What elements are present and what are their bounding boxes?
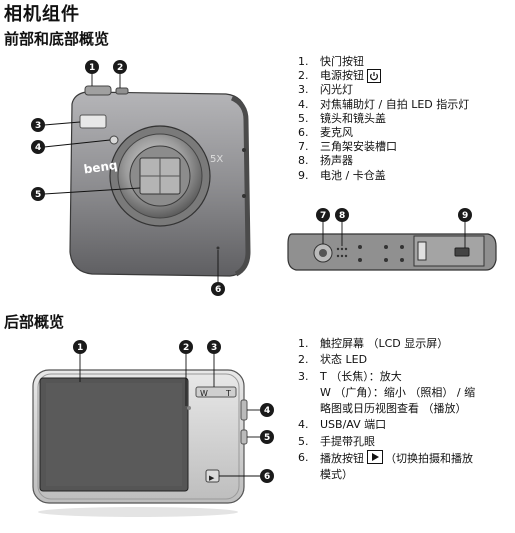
camera-back-body: W T ▶ <box>32 369 248 517</box>
list-item: 4.USB/AV 端口 <box>298 418 387 432</box>
callout-back-4: 4 <box>260 403 274 417</box>
camera-bottom-body <box>287 233 497 271</box>
list-item: 3.闪光灯 <box>298 83 353 97</box>
list-item: 2.状态 LED <box>298 353 368 367</box>
svg-text:5: 5 <box>35 190 41 200</box>
callout-bottom-9: 9 <box>458 208 472 222</box>
callout-front-6: 6 <box>211 282 225 296</box>
list-item: 6.麦克风 <box>298 126 353 140</box>
svg-text:9: 9 <box>462 211 468 221</box>
svg-text:7: 7 <box>320 211 326 221</box>
callout-front-2: 2 <box>113 60 127 74</box>
list-item: 8.扬声器 <box>298 154 353 168</box>
list-item: 模式） <box>320 468 353 482</box>
page-title: 相机组件 <box>4 4 80 25</box>
svg-text:▶: ▶ <box>209 474 215 482</box>
front-section-title: 前部和底部概览 <box>4 30 110 48</box>
power-icon <box>367 69 381 84</box>
list-item: 7.三角架安装槽口 <box>298 140 397 154</box>
svg-text:W: W <box>200 389 208 398</box>
callout-bottom-8: 8 <box>335 208 349 222</box>
list-item: 1.快门按钮 <box>298 55 364 68</box>
svg-text:T: T <box>225 389 231 398</box>
callout-back-2: 2 <box>179 340 193 354</box>
camera-front-body: benq 5X <box>69 85 251 277</box>
list-item: 6. 播放按钮（切换拍摄和播放 <box>298 450 473 466</box>
svg-text:4: 4 <box>35 143 41 153</box>
leader-lines <box>43 74 466 477</box>
svg-text:4: 4 <box>264 406 270 416</box>
back-section-title: 后部概览 <box>4 313 65 331</box>
callout-back-1: 1 <box>73 340 87 354</box>
svg-text:6: 6 <box>215 285 221 295</box>
list-item: 1.触控屏幕 （LCD 显示屏） <box>298 337 449 350</box>
list-item: 4.对焦辅助灯 / 自拍 LED 指示灯 <box>298 97 470 111</box>
callout-front-3: 3 <box>31 118 45 132</box>
list-item: 略图或日历视图查看 （播放） <box>320 402 467 416</box>
svg-text:2: 2 <box>117 63 123 73</box>
list-item: 2.电源按钮 <box>298 69 508 84</box>
callout-back-3: 3 <box>207 340 221 354</box>
svg-text:1: 1 <box>89 63 95 73</box>
svg-text:1: 1 <box>77 343 83 353</box>
callout-front-4: 4 <box>31 140 45 154</box>
callout-front-5: 5 <box>31 187 45 201</box>
callout-back-5: 5 <box>260 430 274 444</box>
front-parts-list: 1.快门按钮 2.电源按钮 3.闪光灯 4.对焦辅助灯 / 自拍 LED 指示灯… <box>298 55 508 183</box>
list-item: 5.手提带孔眼 <box>298 434 375 448</box>
svg-text:8: 8 <box>339 211 345 221</box>
play-icon <box>367 450 383 465</box>
callout-front-1: 1 <box>85 60 99 74</box>
svg-text:3: 3 <box>35 121 41 131</box>
brand-logo: benq <box>83 158 118 177</box>
list-item: 5.镜头和镜头盖 <box>298 111 386 125</box>
callout-bottom-7: 7 <box>316 208 330 222</box>
zoom-mark: 5X <box>210 154 223 165</box>
svg-text:3: 3 <box>211 343 217 353</box>
svg-text:2: 2 <box>183 343 189 353</box>
callout-back-6: 6 <box>260 469 274 483</box>
svg-text:6: 6 <box>264 472 270 482</box>
list-item: 9.电池 / 卡仓盖 <box>298 168 386 182</box>
svg-text:5: 5 <box>264 433 270 443</box>
